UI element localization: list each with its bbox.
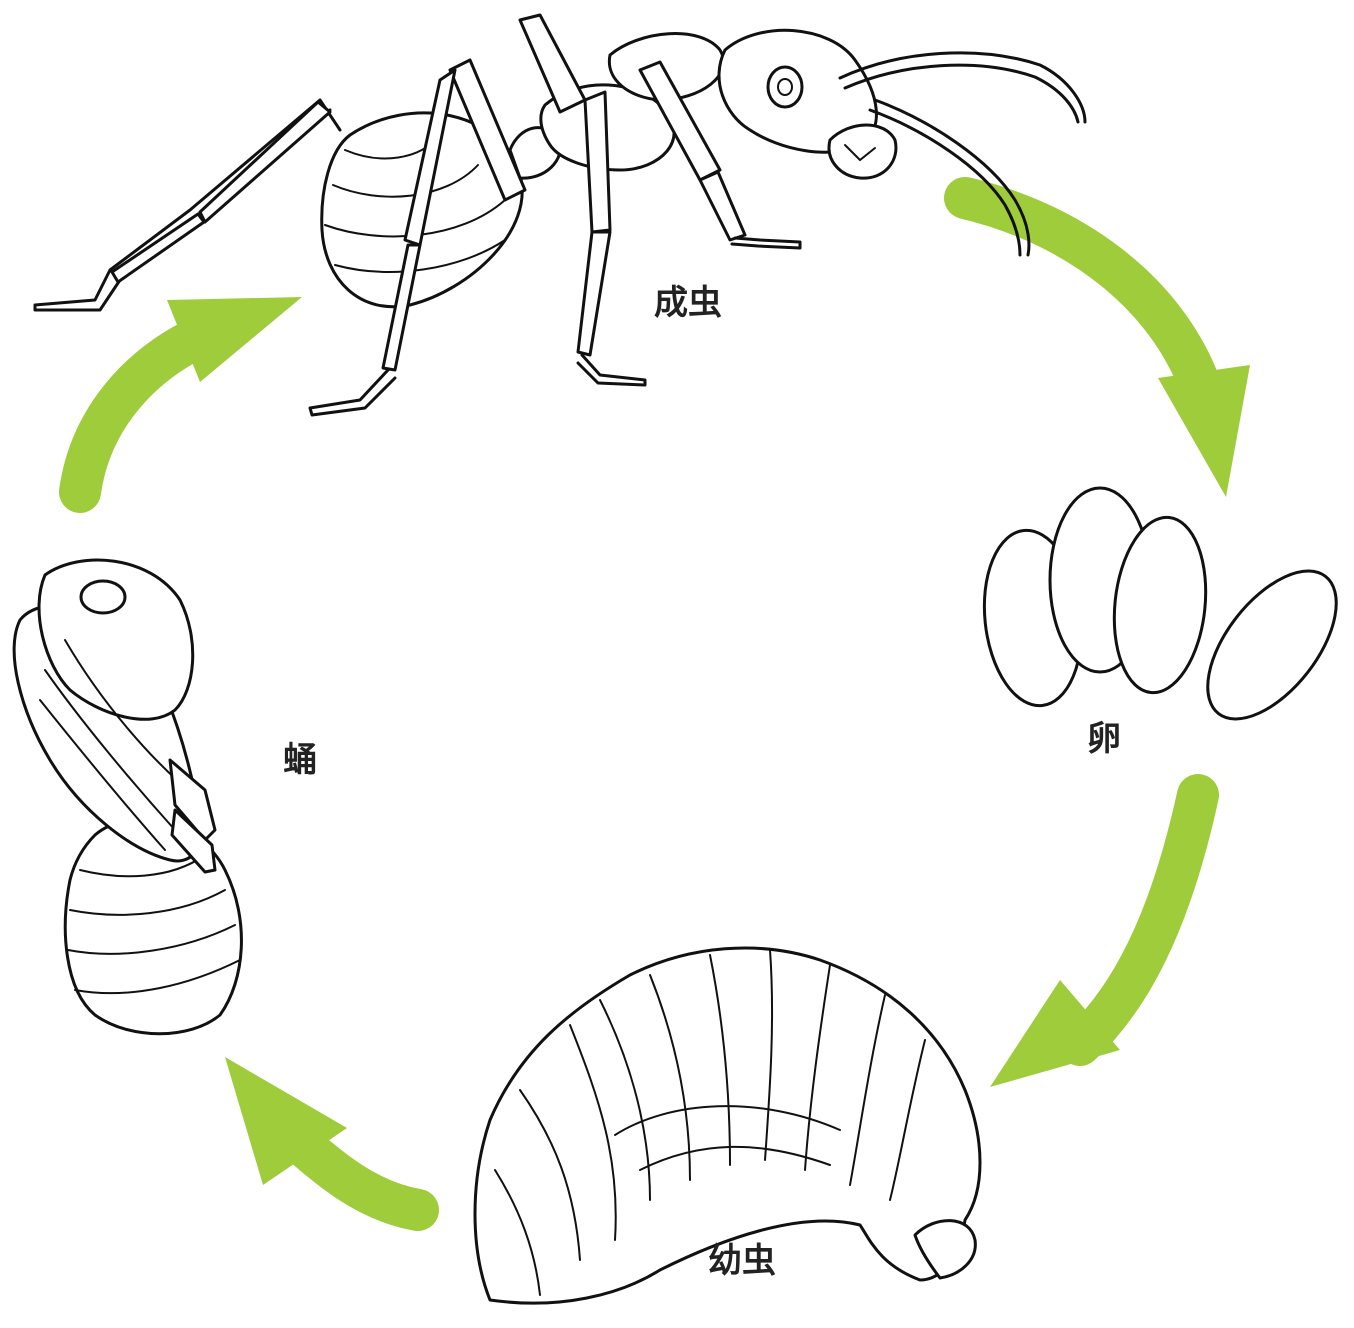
arrow-egg-to-larva (990, 795, 1198, 1087)
pupa-illustration (14, 560, 241, 1034)
arrow-larva-to-pupa (225, 1057, 418, 1210)
label-adult: 成虫 (654, 286, 722, 320)
ant-eye (768, 67, 802, 107)
label-egg: 卵 (1087, 722, 1121, 756)
arrow-pupa-to-adult (80, 297, 302, 492)
ant-mandible (829, 125, 896, 178)
pupa-eye (81, 581, 125, 613)
label-pupa: 蛹 (283, 743, 317, 777)
arrow-adult-to-egg (965, 198, 1250, 497)
eggs-illustration (976, 488, 1354, 741)
egg-4 (1183, 549, 1354, 742)
label-larva: 幼虫 (708, 1244, 776, 1278)
